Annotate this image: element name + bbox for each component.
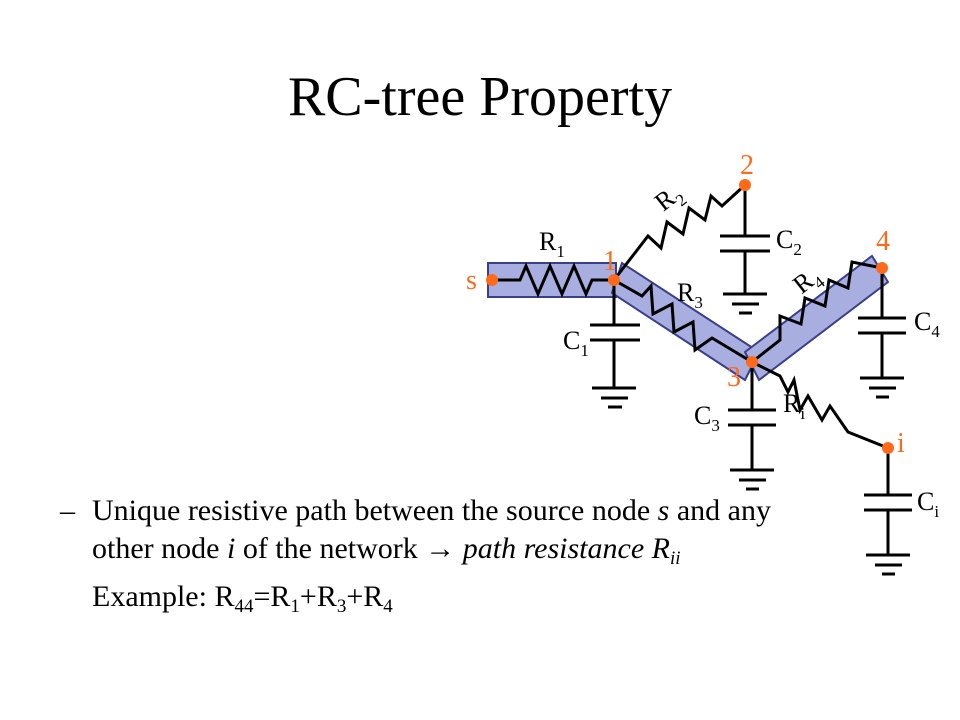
capacitor-c3 <box>728 362 776 491</box>
resistor-r3 <box>613 278 753 364</box>
bullet-text: Unique resistive path between the source… <box>92 494 771 569</box>
label-c4: C4 <box>914 307 940 341</box>
path-highlight <box>487 254 890 382</box>
label-c3: C3 <box>694 401 720 435</box>
label-r2: R2 <box>649 178 690 221</box>
capacitor-c1 <box>590 280 640 409</box>
arrow-icon: → <box>425 532 456 565</box>
node-dots <box>486 179 894 454</box>
capacitor-c4 <box>858 268 906 399</box>
node-dot-4 <box>876 262 888 274</box>
node-dot-s <box>486 274 498 286</box>
label-ci: Ci <box>917 487 939 521</box>
text-block: – Unique resistive path between the sour… <box>60 492 840 616</box>
slide-title: RC-tree Property <box>287 66 673 128</box>
resistor-r1 <box>492 262 614 298</box>
node-label-i: i <box>897 428 905 459</box>
capacitor-ci <box>864 448 912 576</box>
label-c2: C2 <box>776 225 802 259</box>
resistor-ri <box>751 360 889 450</box>
node-dot-3 <box>746 356 758 368</box>
label-c1: C1 <box>563 326 589 360</box>
label-ri: Ri <box>783 389 805 423</box>
example-line: Example: R44=R1+R3+R4 <box>92 580 393 617</box>
bullet-dash: – <box>60 494 75 527</box>
node-label-4: 4 <box>876 226 890 257</box>
node-dot-2 <box>739 179 751 191</box>
node-label-1: 1 <box>603 246 617 277</box>
node-dot-i <box>882 442 894 454</box>
resistor-r4 <box>751 260 883 364</box>
label-r1: R1 <box>539 227 565 261</box>
node-label-s: s <box>466 265 477 296</box>
path-band-r4 <box>743 254 890 382</box>
bullet-item: – Unique resistive path between the sour… <box>60 492 840 568</box>
node-dot-1 <box>608 274 620 286</box>
circuit-wires <box>492 183 912 576</box>
resistor-r2 <box>612 183 747 281</box>
label-r3: R3 <box>677 278 703 312</box>
node-label-3: 3 <box>727 362 741 393</box>
node-label-2: 2 <box>740 150 754 181</box>
capacitor-c2 <box>720 185 770 315</box>
